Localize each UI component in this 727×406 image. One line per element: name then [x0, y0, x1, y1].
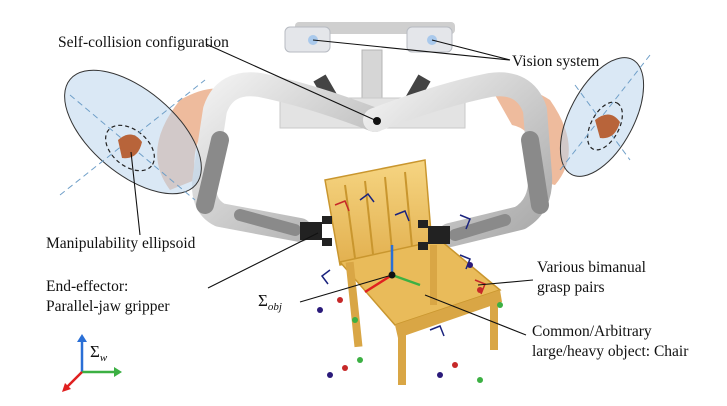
ellipsoid-left: [59, 69, 206, 201]
obj-subscript: obj: [267, 301, 282, 313]
label-grasp-pairs-line2: grasp pairs: [537, 279, 605, 296]
chair: [324, 159, 502, 385]
label-end-effector-line1: End-effector:: [46, 278, 129, 295]
label-object-line2: large/heavy object: Chair: [532, 343, 689, 360]
sigma-w-label: Σw: [90, 342, 107, 364]
label-vision-system: Vision system: [512, 53, 600, 70]
world-frame-axes: [62, 334, 122, 392]
ellipsoid-right: [559, 54, 651, 177]
robot-arm-right: [363, 72, 553, 247]
object-frame-axes: [364, 245, 421, 294]
sigma-symbol: Σ: [90, 342, 100, 361]
label-manipulability-ellipsoid: Manipulability ellipsoid: [46, 235, 196, 252]
w-subscript: w: [99, 352, 108, 364]
label-self-collision: Self-collision configuration: [58, 34, 229, 51]
right-gripper: [418, 220, 450, 250]
label-end-effector-line2: Parallel-jaw gripper: [46, 298, 170, 315]
sigma-symbol: Σ: [258, 291, 268, 310]
label-grasp-pairs-line1: Various bimanual: [537, 259, 646, 276]
robot-arm-left: [192, 72, 387, 242]
grasp-pairs: [317, 192, 503, 383]
label-object-line1: Common/Arbitrary: [532, 323, 652, 340]
callout-lines: [130, 39, 534, 336]
sigma-obj-label: Σobj: [258, 291, 282, 313]
left-gripper: [300, 216, 332, 246]
